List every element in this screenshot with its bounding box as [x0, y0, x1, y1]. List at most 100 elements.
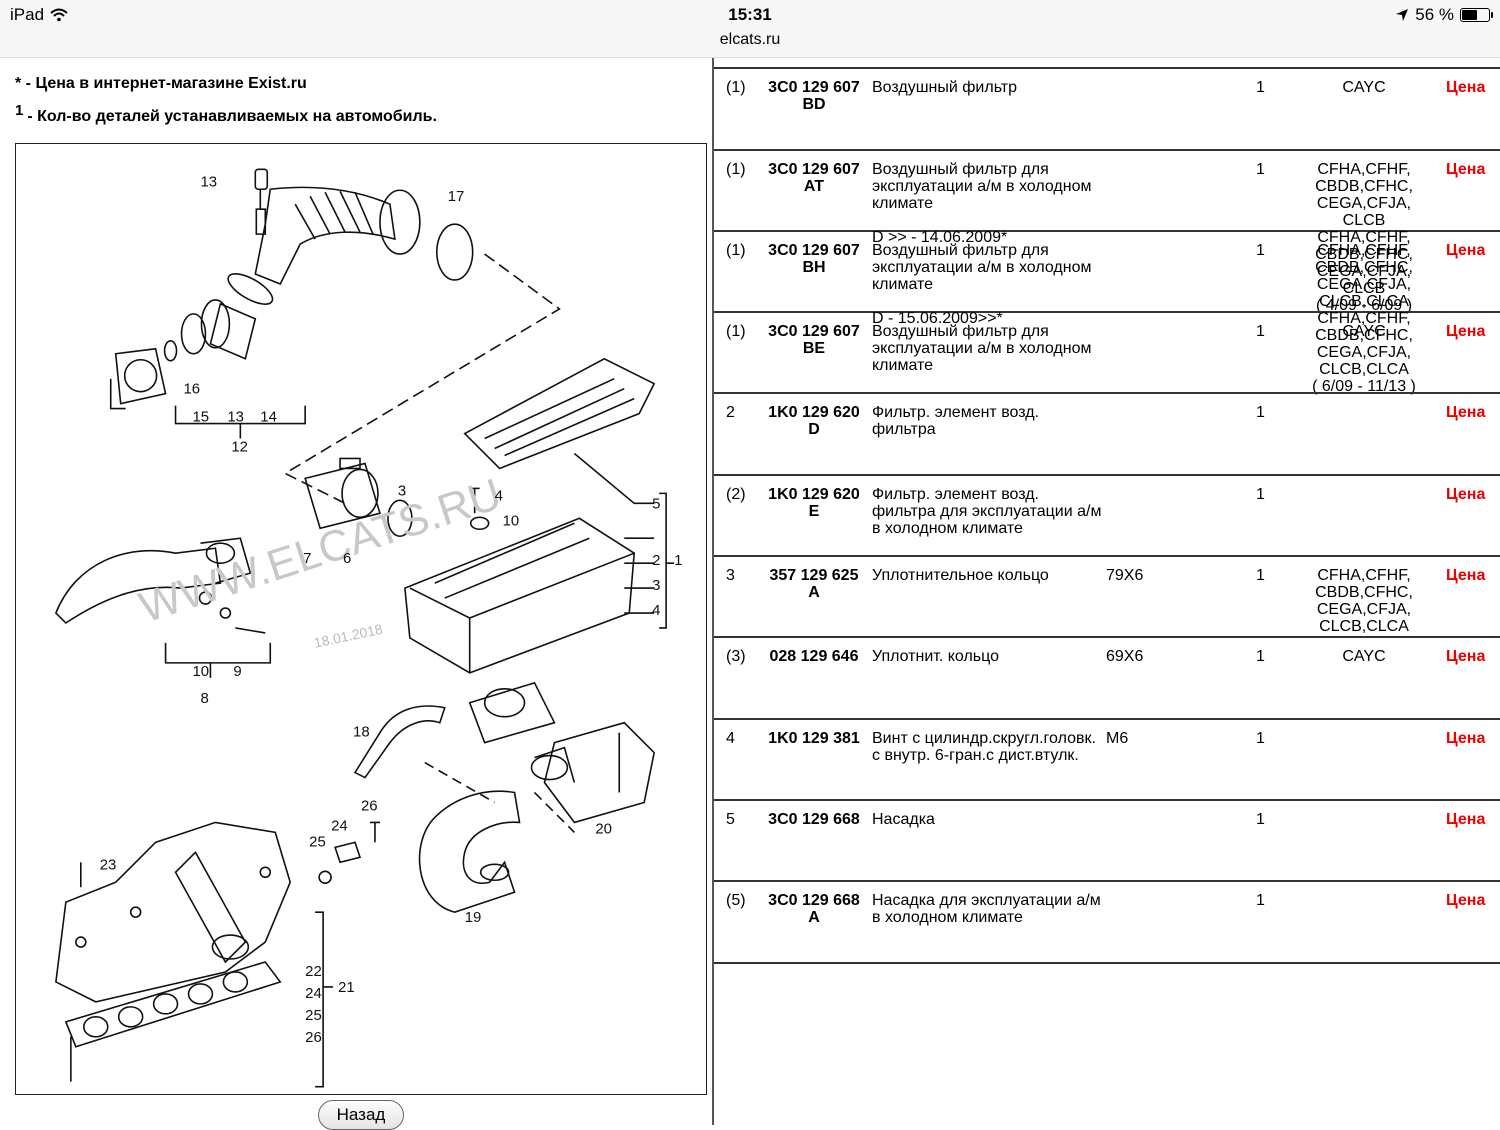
part-number-suffix: AT — [803, 177, 825, 195]
position-number: (2) — [726, 485, 746, 503]
part-name-text: Воздушный фильтр — [872, 79, 1018, 97]
position-number: 3 — [726, 567, 735, 585]
part-number-main: 3C0 129 607 — [768, 241, 860, 259]
part-number-main: 3C0 129 607 — [768, 323, 860, 341]
price-link[interactable]: Цена — [1446, 160, 1486, 178]
part-number-suffix: BH — [802, 258, 826, 276]
callout: 26 — [361, 797, 378, 814]
air-filter-lid — [463, 357, 656, 470]
price-link[interactable]: Цена — [1446, 79, 1486, 97]
callout: 3 — [652, 577, 660, 594]
part-size: M6 — [1106, 729, 1129, 747]
callout: 14 — [260, 409, 277, 426]
price-link[interactable]: Цена — [1446, 729, 1486, 747]
callout: 25 — [309, 833, 326, 850]
part-name: Фильтр. элемент возд. фильтра для эксплу… — [872, 486, 1102, 537]
part-number-suffix: BD — [802, 96, 826, 114]
callout: 5 — [652, 495, 660, 512]
throttle-body — [114, 347, 167, 405]
part-number-main: 1K0 129 620 — [768, 485, 860, 503]
part-number-main: 3C0 129 607 — [768, 160, 860, 178]
table-row: ASCBDB,CFHC,CEGA,CFJA,CLCB,CLCA — [714, 58, 1500, 70]
part-number-main: 1K0 129 620 — [768, 404, 860, 422]
parts-diagram-drawing: WWW.ELCATS.RU 18.01.2018 13 17 16 15 13 … — [54, 168, 682, 1088]
part-number-main: 357 129 625 — [769, 567, 859, 585]
status-bar: iPad 15:31 elcats.ru 56 % — [0, 0, 1500, 58]
engine-code-line: CEGA,CFJA, — [1316, 275, 1412, 293]
price-link[interactable]: Цена — [1446, 810, 1486, 828]
part-quantity: 1 — [1256, 79, 1265, 97]
callout: 25 — [305, 1007, 322, 1024]
part-name-text: Винт с цилиндр.скругл.головк. с внутр. 6… — [872, 729, 1096, 764]
part-quantity: 1 — [1256, 241, 1265, 259]
callout: 8 — [200, 690, 208, 707]
part-number-main: 1K0 129 381 — [768, 729, 860, 747]
engine-code-line: CFHA,CFHF, — [1317, 567, 1411, 585]
air-filter-housing — [404, 517, 636, 674]
callout: 13 — [200, 173, 217, 190]
part-name: Винт с цилиндр.скругл.головк. с внутр. 6… — [872, 730, 1102, 764]
engine-code-line: ( 4/09 - 6/09 ) — [1315, 296, 1413, 314]
callout: 10 — [503, 512, 520, 529]
part-quantity: 1 — [1256, 810, 1265, 828]
engine-code-line: CEGA,CFJA, — [1316, 343, 1412, 361]
part-name-text: Воздушный фильтр для эксплуатации а/м в … — [872, 323, 1092, 375]
part-name-text: Уплотнит. кольцо — [872, 648, 999, 666]
part-number: 1K0 129 381 — [764, 730, 864, 747]
callout: 26 — [305, 1029, 322, 1046]
location-arrow-icon — [1396, 9, 1409, 21]
part-name-text: Насадка — [872, 810, 935, 828]
price-link[interactable]: Цена — [1446, 648, 1486, 666]
position-number: (1) — [726, 160, 746, 178]
callout: 7 — [303, 550, 311, 567]
price-link[interactable]: Цена — [1446, 485, 1486, 503]
parts-table-pane[interactable]: ASCBDB,CFHC,CEGA,CFJA,CLCB,CLCA (1) 3C0 12… — [712, 58, 1500, 1125]
callout: 23 — [100, 856, 117, 873]
intake-duct-hose — [418, 790, 521, 913]
part-name-text: Фильтр. элемент возд. фильтра — [872, 404, 1039, 439]
back-button[interactable]: Назад — [318, 1100, 404, 1130]
position-number: (3) — [726, 648, 746, 666]
callout: 2 — [652, 552, 660, 569]
battery-icon — [1460, 8, 1493, 22]
callout: 24 — [305, 985, 322, 1002]
price-link[interactable]: Цена — [1446, 404, 1486, 422]
price-link[interactable]: Цена — [1446, 892, 1486, 910]
part-name-text: Уплотнительное кольцо — [872, 567, 1049, 585]
address-bar-url[interactable]: elcats.ru — [719, 31, 781, 48]
callout: 22 — [305, 963, 322, 980]
callout: 15 — [192, 409, 209, 426]
price-note: * - Цена в интернет-магазине Exist.ru — [15, 75, 307, 92]
engine-code-line: CEGA,CFJA, — [1316, 194, 1412, 212]
engine-code-line: CBDB,CFHC, — [1315, 258, 1413, 276]
quantity-note-text: - Кол-во деталей устанавливаемых на авто… — [27, 108, 437, 125]
position-number: (5) — [726, 892, 746, 910]
part-quantity: 1 — [1256, 404, 1265, 422]
part-name-text: Насадка для эксплуатации а/м в холодном … — [872, 892, 1101, 927]
price-link[interactable]: Цена — [1446, 323, 1486, 341]
date-stamp: 18.01.2018 — [312, 621, 384, 651]
price-link[interactable]: Цена — [1446, 567, 1486, 585]
callout: 20 — [595, 820, 612, 837]
engine-code-line: CFHA,CFHF, — [1317, 309, 1411, 327]
engine-code-line: CLCB,CLCA — [1319, 618, 1409, 636]
part-name: Воздушный фильтр для эксплуатации а/м в … — [872, 161, 1102, 246]
callout: 1 — [674, 552, 682, 569]
part-name: Уплотнительное кольцо — [872, 567, 1102, 584]
position-number: (1) — [726, 241, 746, 259]
engine-code-line: CEGA,CFJA, — [1316, 262, 1412, 280]
price-link[interactable]: Цена — [1446, 241, 1486, 259]
part-number-suffix: E — [808, 502, 820, 520]
parts-diagram[interactable]: WWW.ELCATS.RU 18.01.2018 13 17 16 15 13 … — [15, 143, 707, 1095]
battery-level — [1462, 10, 1477, 20]
part-date-note: D - 15.06.2009>>* — [872, 309, 1003, 327]
callout: 21 — [338, 979, 355, 996]
part-name-text: Воздушный фильтр для эксплуатации а/м в … — [872, 160, 1092, 212]
